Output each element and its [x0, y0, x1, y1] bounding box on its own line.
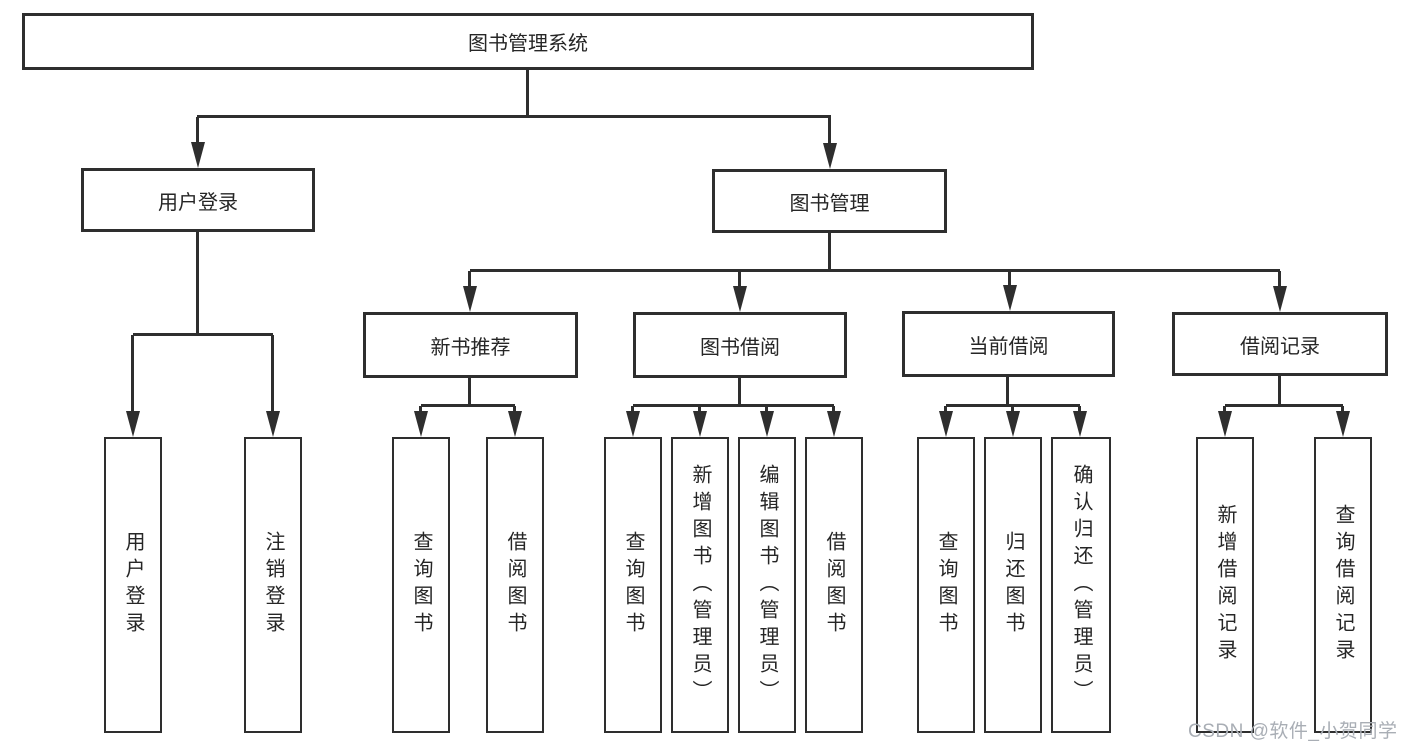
arrowhead-add-record	[1218, 411, 1232, 437]
connector-drop-book-management	[828, 117, 831, 145]
leaf-logout-label: 注销登录	[262, 531, 284, 639]
node-new-book-recommend-label: 新书推荐	[430, 336, 511, 359]
connector-records-stem	[1278, 376, 1281, 406]
node-current-borrowing: 当前借阅	[902, 311, 1115, 377]
connector-drop-query-record	[1341, 406, 1344, 414]
arrowhead-edit-book	[760, 411, 774, 437]
leaf-user-login: 用户登录	[104, 437, 162, 733]
leaf-query-books-3: 查询图书	[917, 437, 975, 733]
leaf-query-books-2: 查询图书	[604, 437, 662, 733]
arrowhead-user-login	[191, 142, 205, 168]
connector-borrowing-stem	[738, 377, 741, 406]
arrowhead-leaf-user-login	[126, 411, 140, 437]
leaf-confirm-return-admin: 确认归还（管理员）	[1051, 437, 1111, 733]
leaf-return-book: 归还图书	[984, 437, 1042, 733]
connector-root-hline	[197, 115, 831, 118]
connector-drop-confirm-return	[1078, 406, 1081, 414]
leaf-query-borrow-record: 查询借阅记录	[1314, 437, 1372, 733]
arrowhead-leaf-logout	[266, 411, 280, 437]
leaf-borrow-books: 借阅图书	[486, 437, 544, 733]
leaf-add-borrow-record: 新增借阅记录	[1196, 437, 1254, 733]
connector-drop-query-books-3	[944, 406, 947, 414]
leaf-add-book-admin-label: 新增图书（管理员）	[689, 463, 711, 707]
arrowhead-new-book-recommend	[463, 286, 477, 312]
arrowhead-query-books	[414, 411, 428, 437]
connector-drop-add-record	[1223, 406, 1226, 414]
arrowhead-query-books-3	[939, 411, 953, 437]
arrowhead-borrow-books-2	[827, 411, 841, 437]
arrowhead-current-borrowing	[1003, 285, 1017, 311]
leaf-confirm-return-admin-label: 确认归还（管理员）	[1070, 463, 1092, 707]
connector-current-stem	[1006, 376, 1009, 406]
node-book-management-label: 图书管理	[789, 192, 870, 215]
leaf-borrow-books-2-label: 借阅图书	[823, 531, 845, 639]
node-user-login: 用户登录	[81, 168, 315, 232]
connector-drop-edit-book	[765, 406, 768, 414]
leaf-query-books: 查询图书	[392, 437, 450, 733]
connector-recommend-stem	[468, 377, 471, 406]
arrowhead-query-books-2	[626, 411, 640, 437]
connector-drop-leaf-logout	[271, 335, 274, 413]
arrowhead-query-record	[1336, 411, 1350, 437]
node-book-borrowing-label: 图书借阅	[700, 336, 780, 359]
leaf-query-books-2-label: 查询图书	[622, 531, 644, 639]
connector-drop-query-books	[419, 406, 422, 414]
connector-root-stem	[526, 70, 529, 117]
node-root: 图书管理系统	[22, 13, 1034, 70]
leaf-query-books-3-label: 查询图书	[935, 531, 957, 639]
leaf-edit-book-admin: 编辑图书（管理员）	[738, 437, 796, 733]
leaf-borrow-books-label: 借阅图书	[504, 531, 526, 639]
node-root-label: 图书管理系统	[468, 33, 588, 55]
connector-drop-borrowing-records	[1278, 271, 1281, 289]
node-borrowing-records: 借阅记录	[1172, 312, 1388, 376]
connector-drop-new-book-recommend	[468, 271, 471, 289]
connector-drop-user-login	[196, 117, 199, 145]
connector-drop-borrow-books-2	[832, 406, 835, 414]
arrowhead-return-book	[1006, 411, 1020, 437]
leaf-borrow-books-2: 借阅图书	[805, 437, 863, 733]
connector-drop-query-books-2	[631, 406, 634, 414]
leaf-edit-book-admin-label: 编辑图书（管理员）	[756, 463, 778, 707]
connector-book-management-stem	[828, 233, 831, 271]
connector-records-hline	[1225, 404, 1343, 407]
leaf-add-borrow-record-label: 新增借阅记录	[1214, 504, 1236, 666]
leaf-query-borrow-record-label: 查询借阅记录	[1332, 504, 1354, 666]
leaf-logout: 注销登录	[244, 437, 302, 733]
node-user-login-label: 用户登录	[158, 191, 238, 214]
leaf-query-books-label: 查询图书	[410, 531, 432, 639]
arrowhead-add-book	[693, 411, 707, 437]
connector-drop-borrow-books	[513, 406, 516, 414]
node-book-management: 图书管理	[712, 169, 947, 233]
connector-drop-book-borrowing	[738, 271, 741, 289]
leaf-add-book-admin: 新增图书（管理员）	[671, 437, 729, 733]
connector-drop-add-book	[698, 406, 701, 414]
arrowhead-book-borrowing	[733, 286, 747, 312]
connector-drop-current-borrowing	[1008, 271, 1011, 289]
arrowhead-book-management	[823, 143, 837, 169]
csdn-watermark: CSDN @软件_小贺同学	[1188, 721, 1398, 742]
arrowhead-borrowing-records	[1273, 286, 1287, 312]
leaf-user-login-label: 用户登录	[122, 531, 144, 639]
connector-borrowing-hline	[633, 404, 834, 407]
connector-drop-leaf-user-login	[131, 335, 134, 413]
node-book-borrowing: 图书借阅	[633, 312, 847, 378]
arrowhead-confirm-return	[1073, 411, 1087, 437]
connector-level3-hline	[470, 269, 1280, 272]
node-new-book-recommend: 新书推荐	[363, 312, 578, 378]
connector-recommend-hline	[421, 404, 515, 407]
connector-current-hline	[946, 404, 1080, 407]
node-borrowing-records-label: 借阅记录	[1240, 335, 1320, 358]
connector-user-login-stem	[196, 232, 199, 336]
node-current-borrowing-label: 当前借阅	[968, 335, 1049, 358]
connector-user-login-hline	[133, 333, 273, 336]
connector-drop-return-book	[1011, 406, 1014, 414]
arrowhead-borrow-books	[508, 411, 522, 437]
leaf-return-book-label: 归还图书	[1002, 531, 1024, 639]
